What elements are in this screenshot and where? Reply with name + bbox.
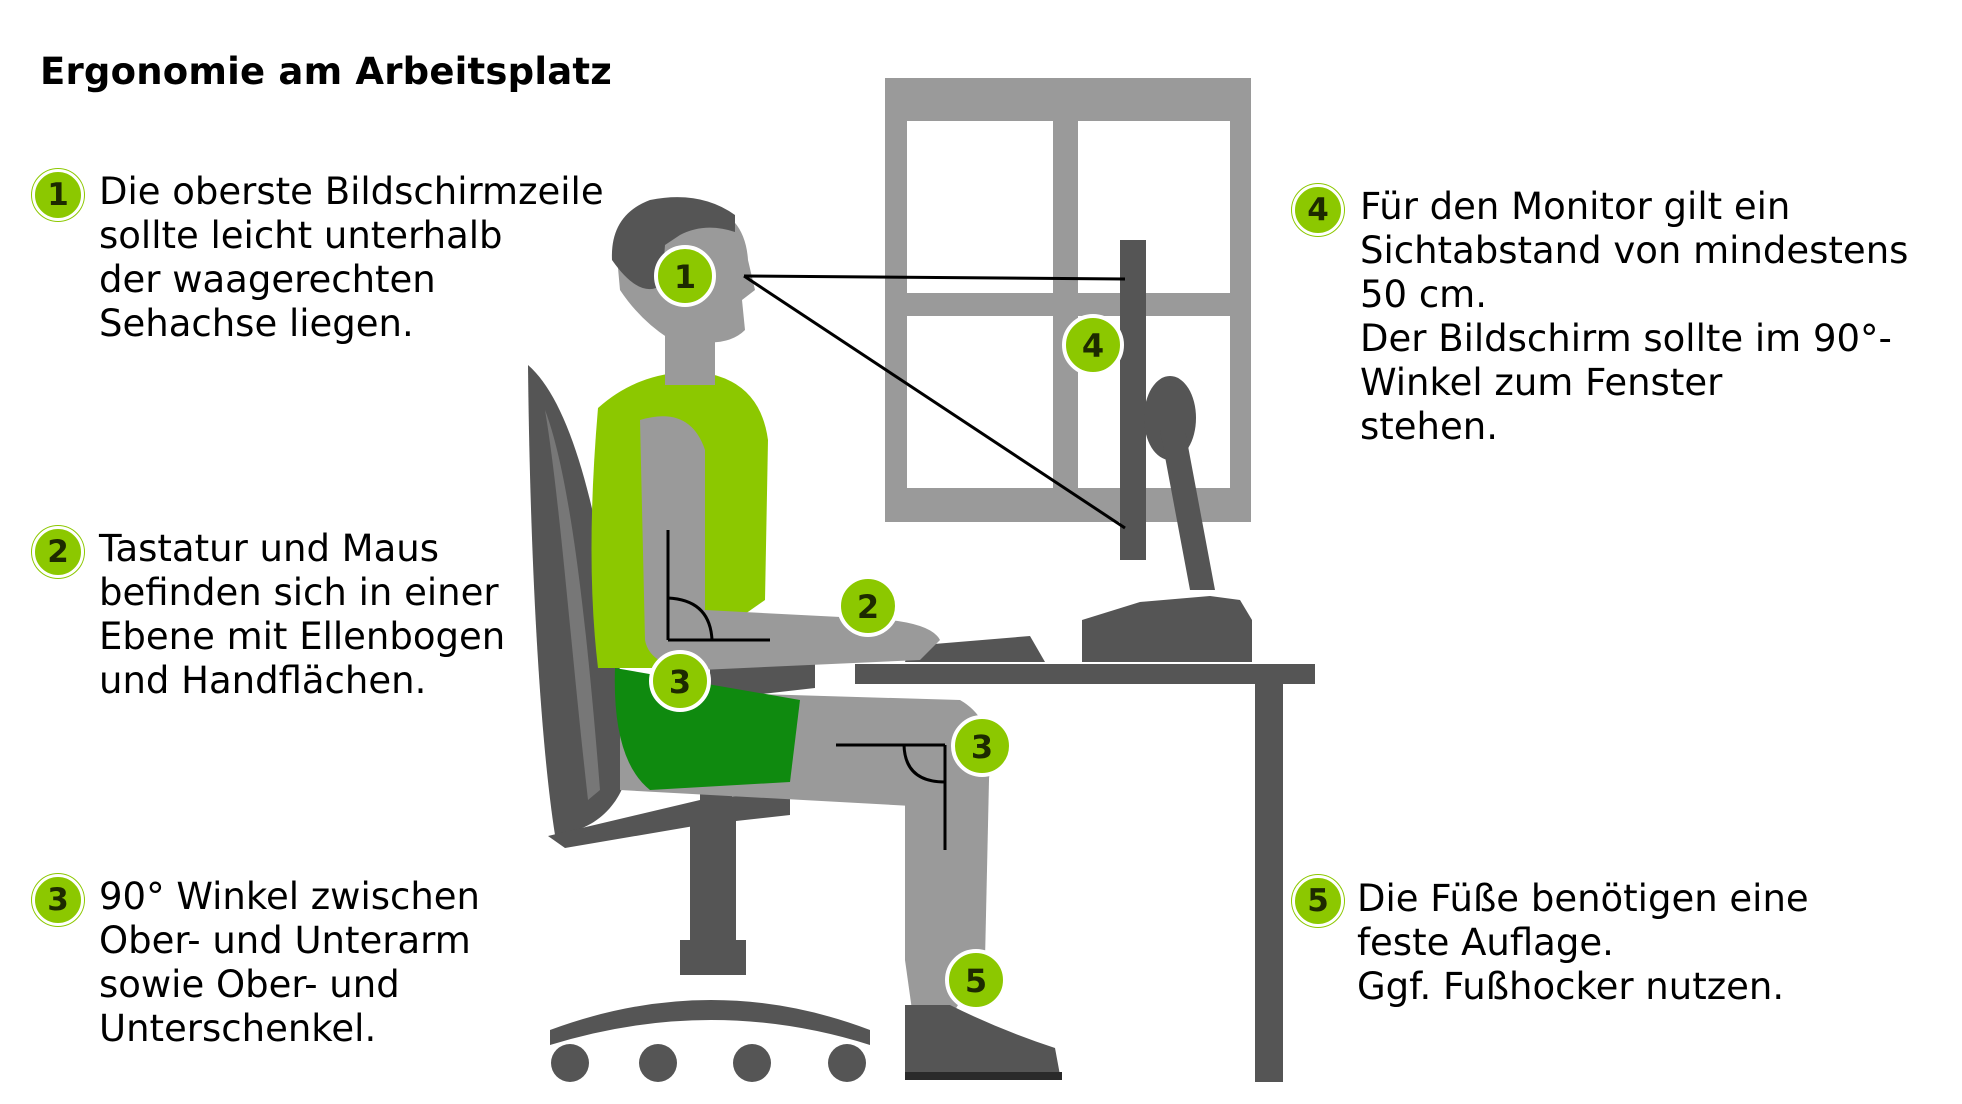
note-badge-3: 3 <box>32 874 84 926</box>
knee-angle <box>836 743 947 850</box>
note-badge-4: 4 <box>1292 184 1344 236</box>
page-title: Ergonomie am Arbeitsplatz <box>40 50 613 93</box>
elbow-angle <box>666 530 770 642</box>
note-3-text: 90° Winkel zwischen Ober- und Unterarm s… <box>99 875 481 1050</box>
note-1-text: Die oberste Bildschirmzeile sollte leich… <box>99 170 604 345</box>
marker-monitor: 4 <box>1062 314 1124 376</box>
marker-hands: 2 <box>837 575 899 637</box>
svg-text:5: 5 <box>965 962 987 1000</box>
marker-feet: 5 <box>945 949 1007 1011</box>
monitor <box>1082 240 1252 662</box>
window <box>885 78 1251 522</box>
note-5-text: Die Füße benötigen eine feste Auflage. G… <box>1357 877 1809 1008</box>
note-badge-5: 5 <box>1292 875 1344 927</box>
svg-text:4: 4 <box>1082 327 1104 365</box>
note-badge-2: 2 <box>32 526 84 578</box>
desk <box>855 664 1315 1082</box>
sight-lines <box>743 274 1126 530</box>
marker-knee: 3 <box>951 715 1013 777</box>
marker-eye: 1 <box>654 245 716 307</box>
svg-text:3: 3 <box>669 663 691 701</box>
note-2-text: Tastatur und Maus befinden sich in einer… <box>99 527 506 702</box>
marker-elbow: 3 <box>649 650 711 712</box>
svg-text:1: 1 <box>674 258 696 296</box>
svg-text:2: 2 <box>857 588 879 626</box>
note-badge-1: 1 <box>32 169 84 221</box>
keyboard <box>905 636 1045 662</box>
note-4-text: Für den Monitor gilt ein Sichtabstand vo… <box>1360 185 1909 448</box>
svg-text:3: 3 <box>971 728 993 766</box>
